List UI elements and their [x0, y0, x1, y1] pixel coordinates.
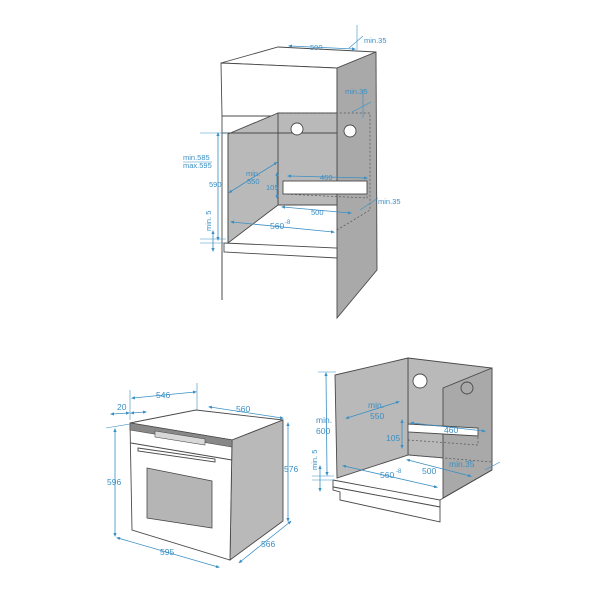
dim-niche-width: 560 — [270, 221, 284, 231]
ventilation-slot — [282, 180, 368, 195]
dim-slot-height: 105 — [386, 433, 400, 443]
dim-slot-width: 460 — [444, 425, 458, 435]
dim-height-min-value: 600 — [316, 426, 330, 436]
dim-base-gap: min. 5 — [310, 450, 319, 470]
control-display — [154, 430, 206, 446]
dim-depth-min-value: 550 — [370, 411, 384, 421]
dim-oven-depth-body: 546 — [156, 390, 170, 400]
dim-depth-min-label: min. — [246, 169, 260, 178]
dim-niche-width: 560 — [380, 470, 394, 480]
dim-body-width: 560 — [236, 404, 250, 414]
upper-cabinet-front — [220, 62, 338, 117]
oven-window — [146, 467, 213, 529]
vent-hole-icon — [460, 381, 474, 395]
oven-diagram: 546 20 560 596 576 595 566 — [105, 383, 298, 568]
tall-cabinet-diagram: 500 min.35 min.35 min.585 max.595 590 mi… — [183, 25, 401, 320]
dim-rear-clearance: min.35 — [345, 87, 368, 96]
dim-front-width: 595 — [160, 547, 174, 557]
niche-shelf — [223, 242, 338, 259]
dim-niche-height-max: max.595 — [183, 161, 212, 170]
dim-side-clearance: min.35 — [449, 459, 475, 469]
dim-oven-height: 590 — [209, 180, 222, 189]
dim-depth-min-value: 550 — [247, 177, 260, 186]
dim-body-depth: 566 — [261, 539, 275, 549]
dim-top-depth: 500 — [310, 43, 323, 52]
dim-niche-width-tolerance: -8 — [396, 469, 402, 475]
dim-height-min-label: min. — [316, 415, 332, 425]
plinth — [332, 486, 441, 523]
dim-base-gap: min. 5 — [204, 211, 213, 231]
dim-bottom-depth: 500 — [311, 208, 324, 217]
dim-niche-width-tolerance: -8 — [285, 220, 291, 226]
dim-depth-min-label: min. — [368, 400, 384, 410]
dim-front-height: 596 — [107, 477, 121, 487]
vent-hole-icon — [343, 124, 357, 138]
dim-niche-height-min: min.585 — [183, 153, 210, 162]
vent-hole-icon — [412, 373, 428, 389]
under-counter-diagram: min. 550 min. 600 105 460 min. 5 560 -8 … — [310, 357, 501, 523]
dim-body-height: 576 — [284, 464, 298, 474]
dim-slot-width: 460 — [320, 173, 333, 182]
dim-side-clearance: min.35 — [378, 197, 401, 206]
dim-bottom-depth: 500 — [422, 466, 436, 476]
dim-slot-height: 105 — [266, 183, 279, 192]
vent-hole-icon — [290, 122, 304, 136]
dim-top-clearance: min.35 — [364, 36, 387, 45]
oven-door-handle — [137, 447, 216, 463]
dim-front-thickness: 20 — [117, 402, 127, 412]
